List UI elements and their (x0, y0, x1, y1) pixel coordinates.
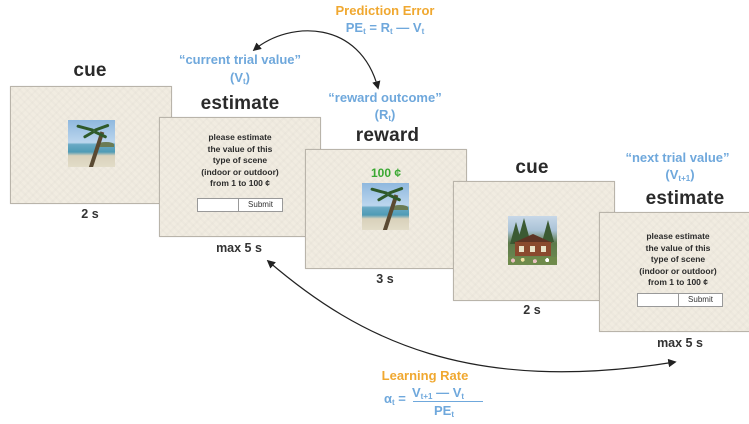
submit-button-2[interactable]: Submit (678, 293, 723, 307)
reward-title: reward (355, 125, 420, 146)
cue-title-2: cue (515, 157, 549, 178)
cue-screen-2 (453, 181, 615, 301)
estimate-title-1: estimate (200, 93, 280, 114)
prediction-error-formula: PEt = Rt — Vt (345, 20, 425, 36)
next-trial-symbol: (Vt+1) (665, 167, 695, 183)
reward-outcome-label: “reward outcome” (328, 90, 442, 105)
cabin-image (508, 216, 557, 265)
estimate-title-2: estimate (645, 188, 725, 209)
cue-title-1: cue (73, 60, 107, 81)
estimate-input-2[interactable] (637, 293, 679, 307)
estimate-input-1[interactable] (197, 198, 239, 212)
learning-rate-title: Learning Rate (381, 368, 469, 383)
next-trial-value-label: “next trial value” (625, 150, 730, 165)
estimate-duration-1: max 5 s (216, 241, 262, 255)
fraction-bar (413, 401, 483, 402)
estimate-screen-2: please estimate the value of this type o… (599, 212, 749, 332)
reward-screen: 100 ¢ (305, 149, 467, 269)
submit-button-1[interactable]: Submit (238, 198, 283, 212)
estimate-prompt-1: please estimate the value of this type o… (201, 132, 279, 188)
estimate-screen-1: please estimate the value of this type o… (159, 117, 321, 237)
learning-rate-arrow (266, 259, 677, 373)
reward-value: 100 ¢ (370, 166, 402, 180)
cue-duration-1: 2 s (81, 207, 99, 221)
current-trial-value-label: “current trial value” (178, 52, 302, 67)
beach-image (68, 120, 115, 167)
current-trial-symbol: (Vt) (229, 70, 250, 86)
prediction-error-arrow (252, 30, 381, 90)
beach-image (362, 183, 409, 230)
cue-duration-2: 2 s (523, 303, 541, 317)
cue-screen-1 (10, 86, 172, 204)
reward-duration: 3 s (376, 272, 394, 286)
reward-outcome-symbol: (Rt) (374, 107, 396, 123)
prediction-error-title: Prediction Error (335, 3, 435, 18)
estimate-duration-2: max 5 s (657, 336, 703, 350)
estimate-prompt-2: please estimate the value of this type o… (639, 231, 717, 287)
